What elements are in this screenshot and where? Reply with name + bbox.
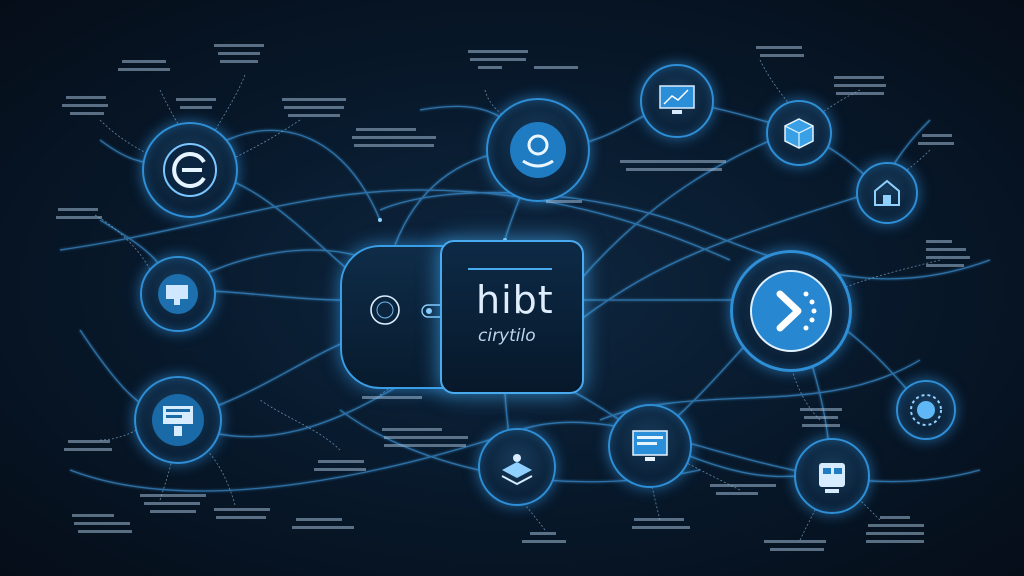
server-dashboard-icon <box>152 394 204 446</box>
node-globe-monitor[interactable] <box>140 256 216 332</box>
hub-tab-strip <box>468 254 552 270</box>
globe-monitor-icon <box>158 274 198 314</box>
node-robot-device[interactable] <box>794 438 870 514</box>
stack-tray-icon <box>501 454 533 486</box>
monitor-list-icon <box>632 430 668 461</box>
gear-burst-icon <box>910 394 942 426</box>
cube-box-icon <box>784 118 814 149</box>
hub-panel <box>440 240 584 394</box>
monitor-chart-icon <box>659 85 695 114</box>
node-gear-hand[interactable] <box>486 98 590 202</box>
hub-title: hibt <box>476 278 554 322</box>
node-stack-tray[interactable] <box>478 428 556 506</box>
house-shield-icon <box>874 179 900 206</box>
node-chevron-arrow[interactable] <box>730 250 852 372</box>
node-house-shield[interactable] <box>856 162 918 224</box>
node-gear-burst[interactable] <box>896 380 956 440</box>
node-server-dashboard[interactable] <box>134 376 222 464</box>
hub-ring-icon <box>370 295 400 325</box>
hub-subtitle: cirytilo <box>478 326 536 346</box>
node-cube-box[interactable] <box>766 100 832 166</box>
robot-device-icon <box>819 463 845 493</box>
logo-e-icon <box>163 143 217 197</box>
chevron-arrow-icon <box>750 270 832 352</box>
gear-hand-icon <box>510 122 566 178</box>
node-monitor-list[interactable] <box>608 404 692 488</box>
node-monitor-chart[interactable] <box>640 64 714 138</box>
node-logo[interactable] <box>142 122 238 218</box>
